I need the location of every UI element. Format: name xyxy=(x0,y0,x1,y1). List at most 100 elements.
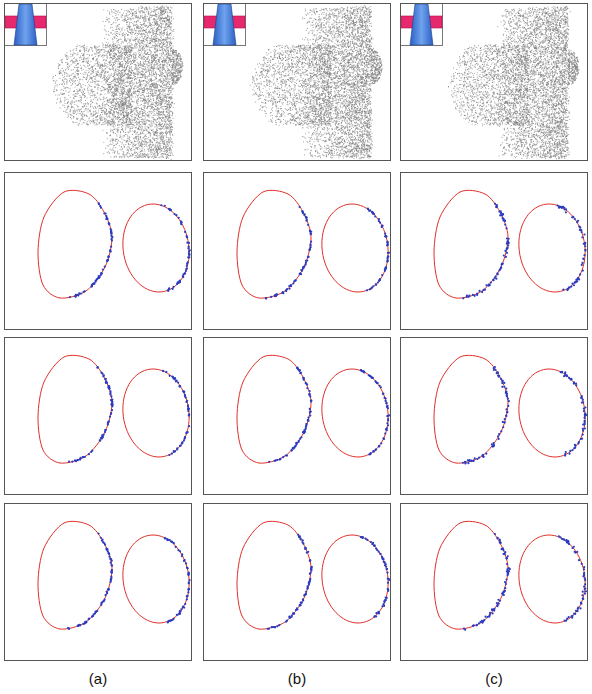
cloud-point xyxy=(92,69,93,70)
cloud-point xyxy=(111,81,112,82)
cloud-point xyxy=(70,114,71,115)
cloud-point xyxy=(99,115,100,116)
cloud-point xyxy=(87,90,88,91)
cloud-point xyxy=(79,109,80,110)
cloud-point xyxy=(57,98,58,99)
cloud-point xyxy=(55,81,56,82)
cloud-point xyxy=(81,100,82,101)
cloud-point xyxy=(106,122,107,123)
cloud-point xyxy=(168,152,169,153)
cloud-point xyxy=(87,116,88,117)
cloud-point xyxy=(65,91,66,92)
cloud-point xyxy=(113,70,114,71)
cloud-point xyxy=(87,74,88,75)
cloud-point xyxy=(171,30,172,31)
cloud-point xyxy=(87,65,88,66)
cloud-point xyxy=(105,71,106,72)
cloud-point xyxy=(97,124,98,125)
cloud-point xyxy=(120,79,121,80)
cloud-point xyxy=(121,118,122,119)
cloud-point xyxy=(67,75,68,76)
cloud-point xyxy=(109,49,110,50)
cloud-point xyxy=(104,104,105,105)
cloud-point xyxy=(129,96,130,97)
cloud-point xyxy=(95,82,96,83)
cloud-point xyxy=(93,107,94,108)
cloud-point xyxy=(104,62,105,63)
cloud-point xyxy=(75,122,76,123)
cloud-point xyxy=(71,74,72,75)
cloud-point xyxy=(76,46,77,47)
cloud-point xyxy=(91,99,92,100)
cloud-point xyxy=(114,117,115,118)
cloud-point xyxy=(133,119,134,120)
cloud-point xyxy=(90,61,91,62)
cloud-point xyxy=(108,91,109,92)
cloud-point xyxy=(88,118,89,119)
cloud-point xyxy=(67,108,68,109)
cloud-point xyxy=(120,111,121,112)
cloud-point xyxy=(99,106,100,107)
cloud-point xyxy=(112,99,113,100)
cloud-point xyxy=(67,117,68,118)
cloud-point xyxy=(103,80,104,81)
cloud-point xyxy=(100,118,101,119)
cloud-point xyxy=(98,56,99,57)
cloud-point xyxy=(90,95,91,96)
cloud-point xyxy=(72,54,73,55)
cloud-point xyxy=(98,109,99,110)
cloud-point xyxy=(162,98,163,99)
cloud-point xyxy=(88,81,89,82)
cloud-point xyxy=(95,56,96,57)
cloud-point xyxy=(131,62,132,63)
cloud-point xyxy=(62,93,63,94)
cloud-point xyxy=(112,87,113,88)
cloud-point xyxy=(69,91,70,92)
cloud-point xyxy=(103,116,104,117)
cloud-point xyxy=(145,19,146,20)
cloud-point xyxy=(75,65,76,66)
cloud-point xyxy=(89,68,90,69)
cloud-point xyxy=(128,69,129,70)
cloud-point xyxy=(105,73,106,74)
cloud-point xyxy=(120,52,121,53)
cloud-point xyxy=(130,77,131,78)
cloud-point xyxy=(118,98,119,99)
cloud-point xyxy=(78,106,79,107)
cloud-point xyxy=(96,123,97,124)
cloud-point xyxy=(66,52,67,53)
cloud-point xyxy=(94,81,95,82)
cloud-point xyxy=(64,99,65,100)
cloud-point xyxy=(85,108,86,109)
cloud-point xyxy=(76,60,77,61)
cloud-point xyxy=(109,122,110,123)
cloud-point xyxy=(91,73,92,74)
cloud-point xyxy=(73,94,74,95)
cloud-point xyxy=(120,56,121,57)
cloud-point xyxy=(86,58,87,59)
cloud-point xyxy=(114,94,115,95)
cloud-point xyxy=(124,79,125,80)
cloud-point xyxy=(82,90,83,91)
cloud-point xyxy=(103,110,104,111)
cloud-point xyxy=(171,20,172,21)
cloud-point xyxy=(104,69,105,70)
cloud-point xyxy=(112,101,113,102)
cloud-point xyxy=(86,46,87,47)
cloud-point xyxy=(104,65,105,66)
cloud-point xyxy=(77,45,78,46)
cloud-point xyxy=(81,85,82,86)
cloud-point xyxy=(98,70,99,71)
cloud-point xyxy=(111,73,112,74)
cloud-point xyxy=(108,151,109,152)
cloud-point xyxy=(66,57,67,58)
cloud-point xyxy=(97,66,98,67)
cloud-point xyxy=(80,90,81,91)
cloud-point xyxy=(102,57,103,58)
cloud-point xyxy=(110,117,111,118)
cloud-point xyxy=(102,70,103,71)
cloud-point xyxy=(68,92,69,93)
cloud-point xyxy=(69,80,70,81)
cloud-point xyxy=(99,49,100,50)
cloud-point xyxy=(60,98,61,99)
